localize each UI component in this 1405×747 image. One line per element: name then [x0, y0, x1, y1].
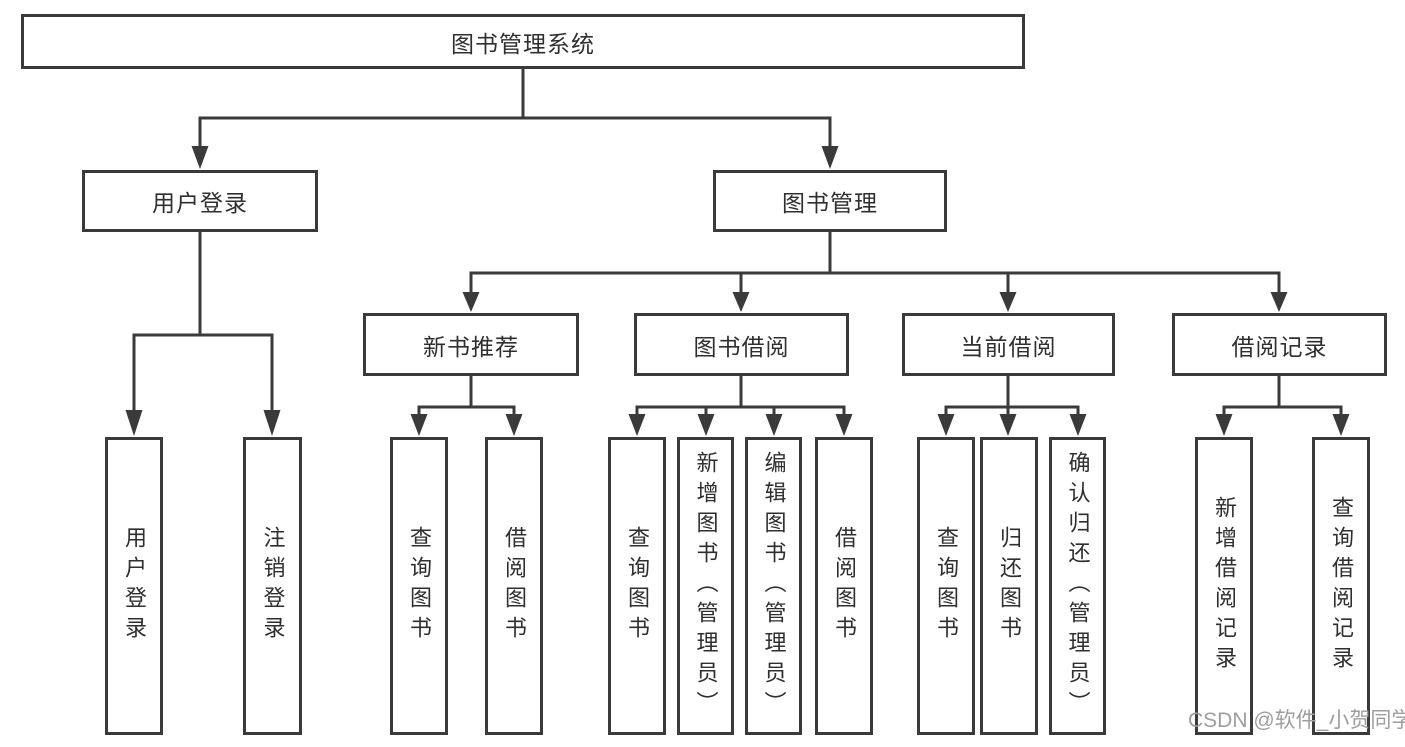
leaf-edit-books-admin: 编辑图书（管理员）: [745, 437, 802, 735]
leaf-add-borrow-record: 新增借阅记录: [1195, 437, 1253, 735]
leaf-query-books-borrowing: 查询图书: [608, 437, 666, 735]
node-current-borrowing: 当前借阅: [902, 313, 1115, 376]
leaf-confirm-return-admin: 确认归还（管理员）: [1049, 437, 1106, 735]
leaf-user-login: 用户登录: [105, 437, 163, 735]
leaf-add-books-admin: 新增图书（管理员）: [677, 437, 734, 735]
node-library-management-system: 图书管理系统: [21, 14, 1025, 69]
leaf-borrow-books-recommend: 借阅图书: [485, 437, 543, 735]
node-borrowing-records: 借阅记录: [1172, 313, 1387, 376]
node-new-book-recommend: 新书推荐: [363, 313, 579, 376]
node-book-borrowing: 图书借阅: [634, 313, 849, 376]
csdn-watermark: CSDN @软件_小贺同学: [1188, 709, 1405, 732]
leaf-logout: 注销登录: [243, 437, 302, 735]
leaf-query-books-recommend: 查询图书: [390, 437, 448, 735]
leaf-return-books: 归还图书: [980, 437, 1038, 735]
leaf-query-borrow-record: 查询借阅记录: [1312, 437, 1370, 735]
node-book-management: 图书管理: [713, 170, 947, 232]
leaf-borrow-books-borrowing: 借阅图书: [815, 437, 873, 735]
leaf-query-books-current: 查询图书: [917, 437, 975, 735]
node-user-login: 用户登录: [82, 170, 318, 232]
